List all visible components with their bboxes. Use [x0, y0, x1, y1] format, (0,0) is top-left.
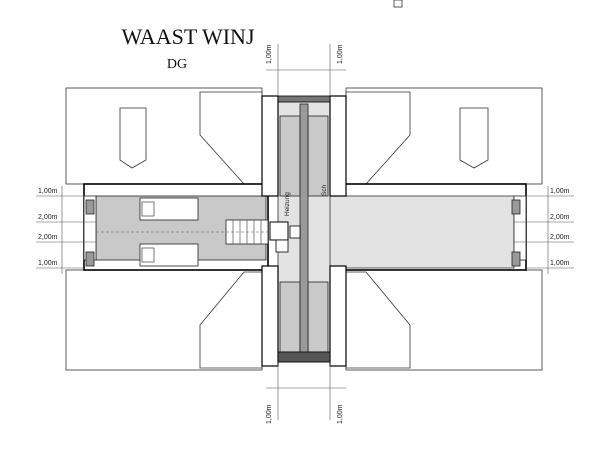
- label-shaft: Sch: [321, 184, 328, 196]
- plan-title: WAAST WINJ: [121, 24, 254, 49]
- dimensions-right: 1,00m 2,00m 2,00m 1,00m: [514, 186, 574, 274]
- dim-top-1: 1,00m: [266, 44, 273, 64]
- label-heating: Heizung: [284, 192, 291, 216]
- plan-subtitle: DG: [167, 57, 187, 72]
- dim-right-4: 1,00m: [550, 260, 570, 267]
- left-wing-room: [83, 183, 300, 271]
- dim-bottom-2: 1,00m: [337, 404, 344, 424]
- dimensions-left: 1,00m 2,00m 2,00m 1,00m: [36, 186, 96, 274]
- central-corridor: Heizung Sch: [261, 95, 347, 367]
- dim-top-2: 1,00m: [337, 44, 344, 64]
- bed-lower: [139, 243, 199, 267]
- dim-right-2: 2,00m: [550, 214, 570, 221]
- dimensions-vertical: 1,00m 1,00m 1,00m 1,00m: [266, 44, 346, 424]
- dim-right-3: 2,00m: [550, 234, 570, 241]
- roof-right: [345, 87, 543, 371]
- roof-left: [65, 87, 263, 371]
- corner-mark: [393, 0, 403, 8]
- dim-left-4: 1,00m: [38, 260, 58, 267]
- bed-upper: [139, 197, 199, 221]
- dim-left-1: 1,00m: [38, 188, 58, 195]
- dim-left-3: 2,00m: [38, 234, 58, 241]
- right-wing-room: [85, 183, 527, 271]
- dim-right-1: 1,00m: [550, 188, 570, 195]
- dim-bottom-1: 1,00m: [266, 404, 273, 424]
- dim-left-2: 2,00m: [38, 214, 58, 221]
